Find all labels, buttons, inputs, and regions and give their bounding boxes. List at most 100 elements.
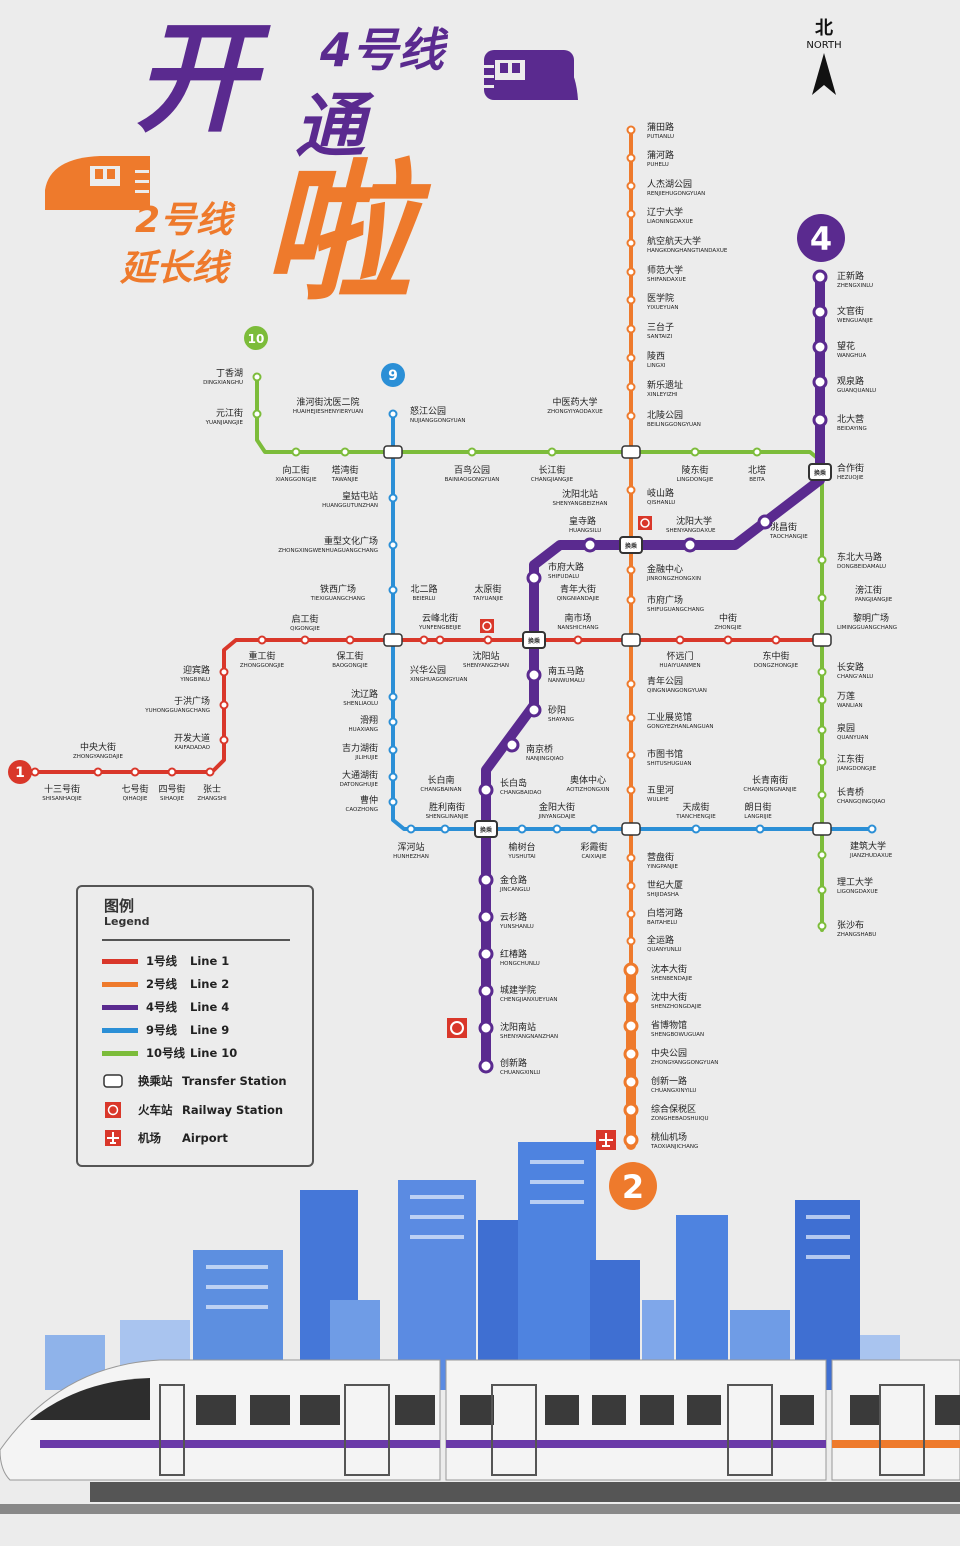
station-name: 长安路: [837, 661, 864, 673]
transfer-station: [522, 631, 546, 649]
station-pinyin: SHENYANGBEIZHAN: [553, 501, 608, 507]
station-pinyin: JINYANGDAJIE: [537, 814, 576, 820]
station-name: 北大营: [837, 413, 864, 425]
purple-train-icon: [484, 50, 578, 100]
station-pinyin: SHENYANGDAXUE: [666, 528, 716, 534]
legend-symbol-en: Airport: [182, 1131, 228, 1145]
train-illustration: [0, 1359, 960, 1514]
station-pinyin: SHENGBOWUGUAN: [651, 1032, 704, 1038]
station-name: 东中街: [762, 650, 789, 662]
legend-symbol-en: Transfer Station: [182, 1074, 287, 1088]
transfer-badges: 换乘 换乘 换乘 换乘: [480, 469, 826, 834]
station-pinyin: QIHAOJIE: [123, 796, 148, 802]
station-name: 十三号街: [44, 783, 80, 795]
transfer-stations: [383, 445, 832, 838]
station-pinyin: WANLIAN: [837, 703, 863, 709]
station-name: 沈辽路: [351, 688, 378, 700]
station-name: 五里河: [647, 784, 674, 796]
legend-line-en: Line 4: [190, 1000, 230, 1014]
station-pinyin: CHENGJIANXUEYUAN: [500, 997, 557, 1003]
railway-icon: [447, 1018, 467, 1038]
station-pinyin: WENGUANJIE: [837, 318, 873, 324]
station-name: 中医药大学: [552, 396, 597, 408]
transfer-station: [619, 536, 643, 554]
station-name: 滑翔: [360, 714, 378, 726]
station-name: 医学院: [647, 292, 674, 304]
legend-row-line-2: 2号线 Line 2: [102, 976, 229, 992]
line-10-swatch: [102, 1050, 138, 1056]
station-name: 砂阳: [548, 704, 566, 716]
station-name: 北塔: [748, 464, 766, 476]
station-name: 云峰北街: [422, 612, 458, 624]
station-pinyin: JIANGDONGJIE: [836, 766, 877, 772]
station-name: 朗日街: [744, 801, 771, 813]
legend-line-en: Line 9: [190, 1023, 230, 1037]
station-name: 红椿路: [500, 948, 527, 960]
station-name: 迎宾路: [183, 664, 210, 676]
station-pinyin: KAIFADADAO: [175, 745, 211, 751]
station-name: 师范大学: [647, 264, 683, 276]
station-name: 理工大学: [837, 876, 873, 888]
station-pinyin: ZHONGYANGGONGYUAN: [651, 1060, 718, 1066]
station-name: 沈阳站: [472, 650, 499, 662]
station-name: 省博物馆: [651, 1019, 687, 1031]
station-pinyin: JINRONGZHONGXIN: [646, 576, 701, 582]
line-2-swatch: [102, 981, 138, 987]
station-pinyin: WULIHE: [647, 797, 669, 803]
legend-line-zh: 4号线: [146, 1000, 178, 1014]
station-pinyin: HUANGGUTUNZHAN: [322, 503, 378, 509]
station-name: 航空航天大学: [647, 235, 701, 247]
station-name: 南五马路: [548, 665, 584, 677]
station-name: 沈本大街: [651, 963, 687, 975]
station-name: 长白南: [427, 774, 454, 786]
station-pinyin: PANGJIANGJIE: [855, 597, 893, 603]
line-10-badge: 10: [244, 326, 268, 350]
station-pinyin: HEZUOJIE: [837, 475, 864, 481]
station-pinyin: YINGBINLU: [179, 677, 210, 683]
station-pinyin: TAIYUANJIE: [472, 596, 504, 602]
station-name: 吉力湖街: [342, 742, 378, 754]
station-name: 曹仲: [360, 794, 378, 806]
station-name: 蒲河路: [647, 149, 674, 161]
station-name: 蒲田路: [647, 121, 674, 133]
station-pinyin: CHANGQINGNANJIE: [743, 787, 797, 793]
station-name: 创新一路: [651, 1075, 687, 1087]
transfer-station: [621, 633, 641, 647]
station-pinyin: ZHONGJIE: [714, 625, 742, 631]
station-pinyin: HONGCHUNLU: [500, 961, 540, 967]
transfer-station: [474, 820, 498, 838]
legend-line-en: Line 10: [190, 1046, 238, 1060]
station-name: 长白岛: [500, 777, 527, 789]
station-pinyin: XINGHUAGONGYUAN: [410, 677, 468, 683]
airport-icon: [102, 1130, 124, 1146]
station-pinyin: CHUANGXINLU: [500, 1070, 540, 1076]
station-name: 中央公园: [651, 1047, 687, 1059]
station-name: 工业展览馆: [647, 711, 692, 723]
station-name: 长青南街: [752, 774, 788, 786]
station-name: 创新路: [500, 1057, 527, 1069]
station-pinyin: BEILINGGONGYUAN: [647, 422, 701, 428]
north-compass: 北 NORTH: [802, 14, 846, 103]
station-pinyin: SANTAIZI: [647, 334, 673, 340]
station-name: 江东街: [837, 753, 864, 765]
station-pinyin: YUNFENGBEIJIE: [418, 625, 462, 631]
transfer-station: [383, 445, 403, 459]
legend-symbol-en: Railway Station: [182, 1103, 284, 1117]
station-name: 长江街: [538, 464, 565, 476]
station-name: 人杰湖公园: [647, 178, 692, 190]
station-name: 胜利南街: [429, 801, 465, 813]
legend-line-en: Line 1: [190, 954, 230, 968]
station-name: 洮昌街: [770, 521, 797, 533]
transfer-station: [812, 822, 832, 836]
station-name: 桃仙机场: [651, 1131, 687, 1143]
station-pinyin: QISHANLU: [647, 500, 675, 506]
station-pinyin: ZHANGSHABU: [837, 932, 876, 938]
station-name: 北陵公园: [647, 410, 683, 421]
station-name: 奥体中心: [570, 774, 606, 786]
station-pinyin: TIEXIGUANGCHANG: [310, 596, 365, 602]
station-pinyin: LINGDONGJIE: [677, 477, 714, 483]
station-name: 浑河站: [397, 841, 424, 853]
station-name: 开发大道: [174, 732, 210, 744]
